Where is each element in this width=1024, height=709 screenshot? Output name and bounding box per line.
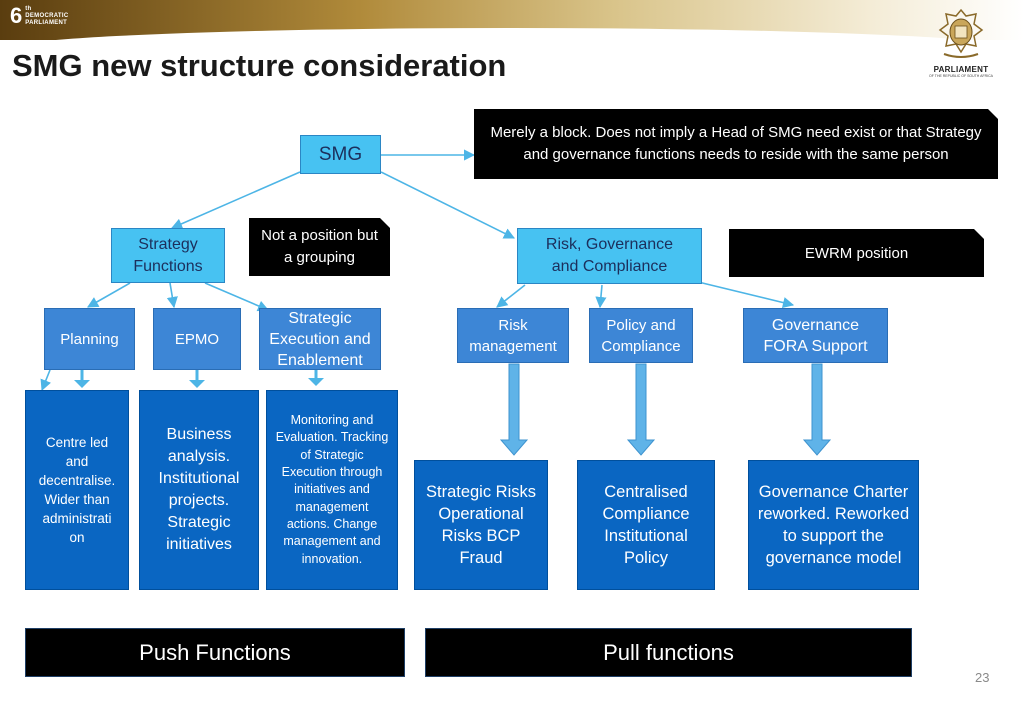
planning-side-arrow [40, 369, 51, 392]
smg-box: SMG [300, 135, 381, 174]
page-title: SMG new structure consideration [12, 48, 507, 83]
planning-detail-box: Centre led and decentralise. Wider than … [25, 390, 129, 590]
logo-superscript: th [25, 5, 32, 12]
ewrm-note-text: EWRM position [804, 244, 909, 262]
coat-of-arms-icon [938, 8, 984, 58]
page-number: 23 [975, 670, 990, 685]
policy-compliance-box: Policy and Compliance [589, 308, 693, 363]
riskgov-to-policy-arrow [595, 284, 607, 309]
risk-governance-box: Risk, Governance and Compliance [517, 228, 702, 284]
policy-down-arrow [626, 363, 656, 456]
strategy-to-epmo-arrow [166, 282, 178, 309]
strategy-to-planning-arrow [87, 282, 131, 308]
logo-line1: DEMOCRATIC [25, 12, 69, 19]
strategic-execution-detail-box: Monitoring and Evaluation. Tracking of S… [266, 390, 398, 590]
smg-note: Merely a block. Does not imply a Head of… [474, 109, 998, 179]
pull-functions-bar: Pull functions [425, 628, 912, 677]
epmo-down-arrow [189, 380, 205, 388]
governance-fora-box: Governance FORA Support [743, 308, 888, 363]
push-functions-bar: Push Functions [25, 628, 405, 677]
parliament-crest: PARLIAMENT OF THE REPUBLIC OF SOUTH AFRI… [928, 8, 994, 88]
planning-box: Planning [44, 308, 135, 370]
epmo-detail-box: Business analysis. Institutional project… [139, 390, 259, 590]
strategy-note: Not a position but a grouping [249, 218, 390, 276]
strategy-note-text: Not a position but a grouping [261, 227, 378, 266]
logo-number: 6 [10, 3, 23, 28]
crest-label: PARLIAMENT [933, 65, 989, 74]
strategy-functions-box: Strategy Functions [111, 228, 225, 283]
smg-to-risk-gov-arrow [380, 171, 516, 239]
logo-line2: PARLIAMENT [25, 19, 68, 26]
policy-detail-box: Centralised Compliance Institutional Pol… [577, 460, 715, 590]
crest-sublabel: OF THE REPUBLIC OF SOUTH AFRICA [929, 74, 993, 78]
smg-note-text: Merely a block. Does not imply a Head of… [490, 124, 982, 163]
strategic-execution-box: Strategic Execution and Enablement [259, 308, 381, 370]
strategy-to-strat-exec-arrow [204, 282, 270, 312]
header-curve [0, 28, 1024, 50]
smg-to-strategy-arrow [170, 171, 301, 230]
governance-detail-box: Governance Charter reworked. Reworked to… [748, 460, 919, 590]
risk-management-box: Risk management [457, 308, 569, 363]
riskgov-to-risk-arrow [496, 284, 526, 308]
ewrm-note: EWRM position [729, 229, 984, 277]
epmo-box: EPMO [153, 308, 241, 370]
riskgov-to-gov-arrow [689, 279, 795, 309]
planning-down-arrow [74, 380, 90, 388]
democratic-parliament-logo: 6 th DEMOCRATIC PARLIAMENT [10, 5, 68, 27]
risk-down-arrow [499, 363, 529, 456]
risk-detail-box: Strategic Risks Operational Risks BCP Fr… [414, 460, 548, 590]
strat-exec-down-arrow [308, 378, 324, 386]
gov-down-arrow [802, 363, 832, 456]
